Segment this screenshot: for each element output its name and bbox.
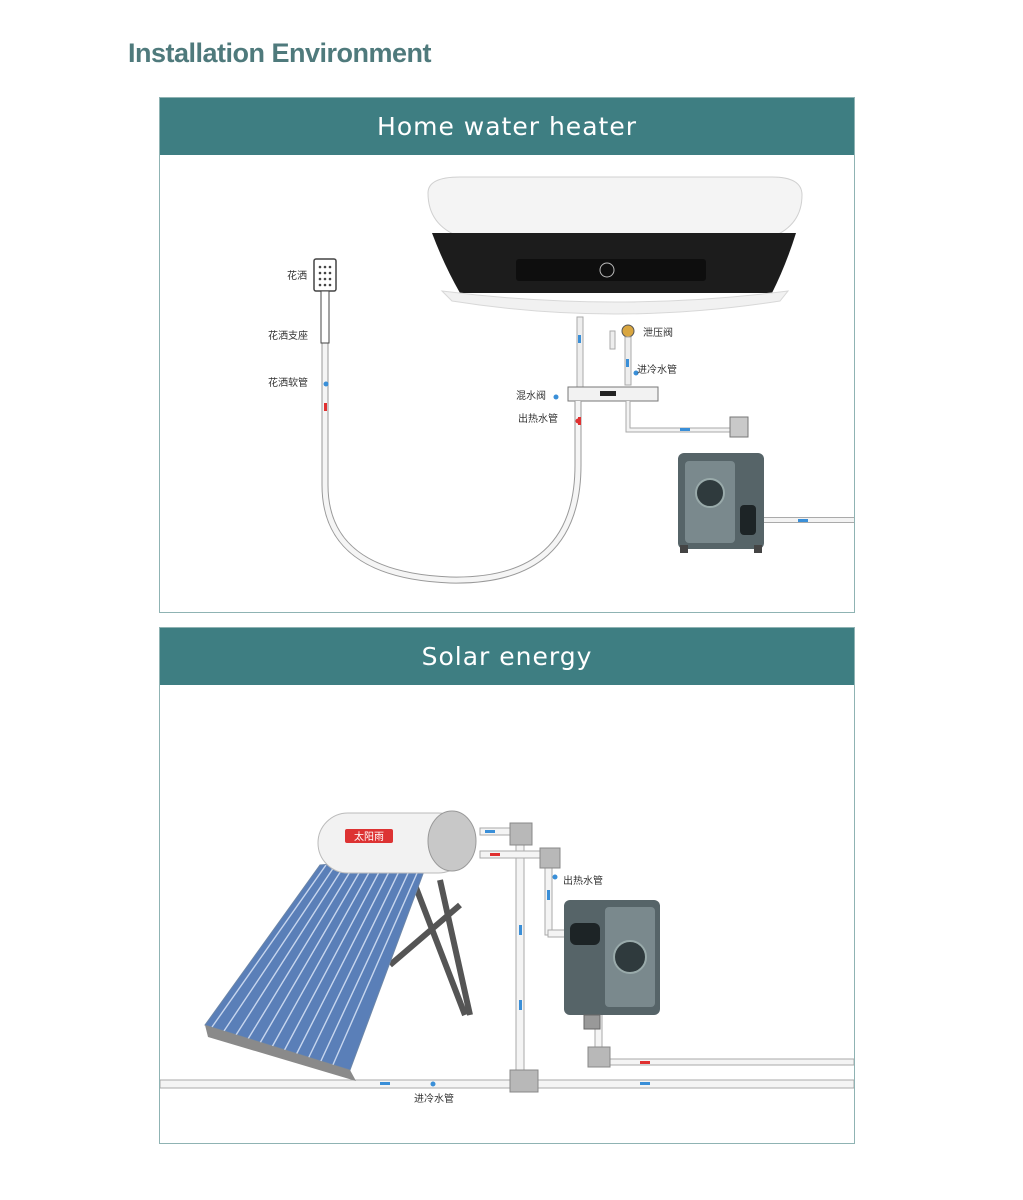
cold-flow-arrow: [485, 830, 495, 833]
cold-flow-arrow: [578, 335, 581, 343]
cold-flow-arrow: [519, 1000, 522, 1010]
solar-energy-panel: Solar energy: [159, 627, 855, 1144]
label-shower-holder: 花洒支座: [268, 329, 308, 342]
solar-flow-arrows: [380, 830, 650, 1087]
cold-flow-arrow: [798, 519, 808, 522]
solar-energy-title: Solar energy: [160, 628, 854, 685]
cold-flow-arrow: [547, 890, 550, 900]
heater-display-icon: [599, 262, 615, 278]
label-shower-hose: 花洒软管: [268, 376, 308, 389]
label-hot-outlet: 出热水管: [563, 874, 603, 887]
label-shower-head: 花洒: [287, 269, 307, 282]
flow-arrows: [323, 320, 808, 522]
label-cold-inlet: 进冷水管: [637, 363, 677, 376]
label-cold-inlet: 进冷水管: [414, 1092, 454, 1105]
home-water-heater-diagram: 花洒 花洒支座 花洒软管 泄压阀 进冷水管 混水阀 出热水管: [268, 176, 854, 584]
label-pressure-valve: 泄压阀: [643, 326, 673, 339]
hot-flow-arrow: [324, 403, 327, 411]
booster-pump-icon: [678, 416, 764, 553]
cold-flow-arrow: [640, 1082, 650, 1085]
label-hot-outlet: 出热水管: [518, 412, 558, 425]
cold-flow-arrow: [680, 428, 690, 431]
home-water-heater-title: Home water heater: [160, 98, 854, 155]
page-title: Installation Environment: [128, 38, 432, 68]
hot-flow-arrow: [490, 853, 500, 856]
water-heater-tank: [427, 176, 803, 315]
elbow-fitting-icon: [539, 847, 561, 869]
elbow-fitting-icon: [587, 1046, 611, 1068]
solar-energy-diagram: 太阳雨 出热水管 进冷水管: [160, 810, 854, 1105]
solar-heater-brand: 太阳雨: [354, 830, 384, 843]
heater-control-panel: [516, 259, 706, 281]
label-mixing-valve: 混水阀: [516, 389, 546, 402]
booster-pump-icon: [564, 900, 660, 1030]
solar-heater-brand-badge: [345, 829, 393, 843]
heater-pipes: [321, 316, 854, 584]
cold-flow-arrow: [519, 925, 522, 935]
elbow-fitting-icon: [509, 822, 533, 846]
solar-water-heater-icon: 太阳雨: [204, 810, 477, 1081]
home-water-heater-panel: Home water heater: [159, 97, 855, 613]
tee-fitting-icon: [509, 1069, 539, 1093]
pressure-valve-icon: [621, 324, 635, 338]
shower-head-icon: [313, 258, 337, 344]
cold-flow-arrow: [380, 1082, 390, 1085]
cold-flow-arrow: [626, 359, 629, 367]
hot-flow-arrow: [640, 1061, 650, 1064]
